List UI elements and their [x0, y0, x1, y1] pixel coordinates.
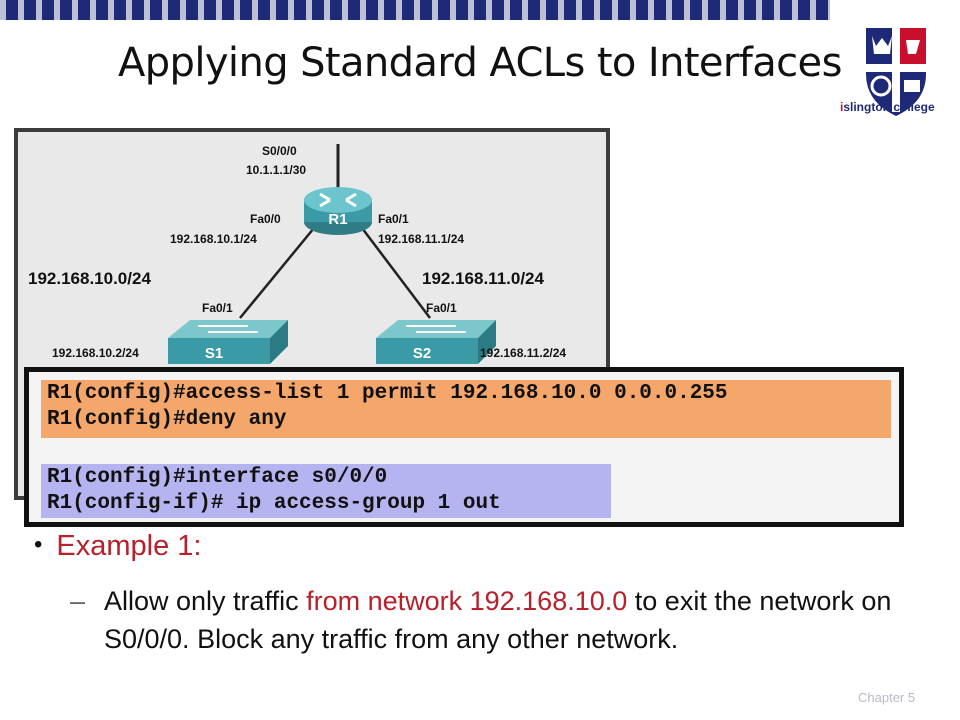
- router-icon: R1: [304, 187, 372, 235]
- cli-line: R1(config-if)# ip access-group 1 out: [47, 492, 501, 515]
- serial-if-label: S0/0/0: [262, 144, 297, 158]
- slide-title: Applying Standard ACLs to Interfaces: [118, 40, 842, 86]
- s1-ip-label: 192.168.10.2/24: [52, 346, 139, 360]
- s1-port-label: Fa0/1: [202, 301, 233, 315]
- right-if-label: Fa0/1: [378, 212, 409, 226]
- bullet-dot-icon: •: [34, 531, 43, 558]
- right-ip-label: 192.168.11.1/24: [378, 232, 464, 246]
- acl-command-block: R1(config)#access-list 1 permit 192.168.…: [41, 380, 891, 438]
- switch-s1-icon: S1: [168, 320, 288, 364]
- college-name: islington college: [840, 100, 935, 114]
- cli-line: R1(config)#interface s0/0/0: [47, 466, 388, 489]
- link-r1-s1: [239, 227, 315, 319]
- highlighted-network: from network 192.168.10.0: [306, 586, 628, 616]
- example-bullet: • Example 1:: [34, 530, 201, 563]
- serial-ip-label: 10.1.1.1/30: [246, 163, 306, 177]
- left-if-label: Fa0/0: [250, 212, 281, 226]
- cli-line: R1(config)#access-list 1 permit 192.168.…: [47, 382, 728, 405]
- switch-s2-icon: S2: [376, 320, 496, 364]
- cli-config-panel: R1(config)#access-list 1 permit 192.168.…: [24, 367, 904, 527]
- right-network-label: 192.168.11.0/24: [422, 269, 545, 288]
- s2-ip-label: 192.168.11.2/24: [480, 346, 566, 360]
- left-network-label: 192.168.10.0/24: [28, 269, 151, 288]
- sub-bullet-dash: –: [70, 586, 86, 616]
- link-r1-s2: [361, 227, 431, 319]
- footer-chapter: Chapter 5: [858, 690, 916, 705]
- router-name: R1: [328, 211, 347, 228]
- switch-s2-name: S2: [413, 345, 431, 362]
- switch-s1-name: S1: [205, 345, 223, 362]
- bullet-text: Example 1:: [56, 530, 202, 562]
- s2-port-label: Fa0/1: [426, 301, 457, 315]
- header-stripes: [0, 0, 830, 20]
- left-ip-label: 192.168.10.1/24: [170, 232, 257, 246]
- cli-line: R1(config)#deny any: [47, 408, 287, 431]
- college-crest-logo: [866, 28, 926, 116]
